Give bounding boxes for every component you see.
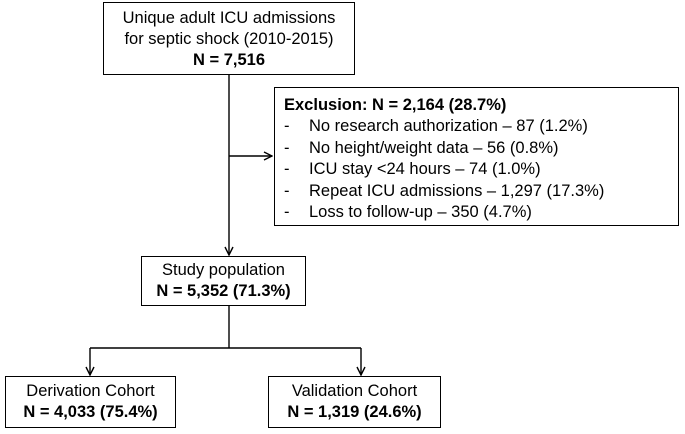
exclusion-item-text: ICU stay <24 hours – 74 (1.0%) [309,160,541,178]
exclusion-item: - ICU stay <24 hours – 74 (1.0%) [284,159,678,181]
validation-cohort-label: Validation Cohort [291,382,418,400]
exclusion-item-text: No height/weight data – 56 (0.8%) [309,138,559,157]
admissions-line-1: Unique adult ICU admissions [122,9,336,27]
exclusion-item-text: No research authorization – 87 (1.2%) [309,117,588,135]
admissions-count: N = 7,516 [192,51,265,69]
exclusion-item-text: Loss to follow-up – 350 (4.7%) [309,203,532,221]
exclusion-item: - Loss to follow-up – 350 (4.7%) [284,202,678,224]
exclusion-item: - No research authorization – 87 (1.2%) [284,116,678,138]
exclusion-item: -Repeat ICU admissions – 1,297 (17.3%) [284,181,678,203]
derivation-cohort-box: Derivation Cohort N = 4,033 (75.4%) [5,376,176,428]
derivation-cohort-count: N = 4,033 (75.4%) [23,403,158,421]
exclusion-item-bullet: - [284,160,290,178]
exclusion-item-bullet: - [284,181,290,200]
exclusion-box: Exclusion: N = 2,164 (28.7%) - No researc… [274,87,679,226]
validation-cohort-box: Validation Cohort N = 1,319 (24.6%) [268,376,441,428]
exclusion-item: -No height/weight data – 56 (0.8%) [284,138,678,160]
study-population-label: Study population [162,261,285,279]
exclusion-item-bullet: - [284,203,290,221]
exclusion-item-bullet: - [284,117,290,135]
exclusion-title: Exclusion: N = 2,164 (28.7%) [284,96,507,114]
study-population-count: N = 5,352 (71.3%) [156,282,291,300]
exclusion-item-text: Repeat ICU admissions – 1,297 (17.3%) [309,181,605,200]
derivation-cohort-label: Derivation Cohort [26,382,155,400]
study-population-box: Study population N = 5,352 (71.3%) [141,256,306,306]
admissions-box: Unique adult ICU admissions for septic s… [103,2,355,75]
validation-cohort-count: N = 1,319 (24.6%) [287,403,422,421]
exclusion-item-bullet: - [284,138,290,157]
admissions-line-2: for septic shock (2010-2015) [124,30,334,48]
